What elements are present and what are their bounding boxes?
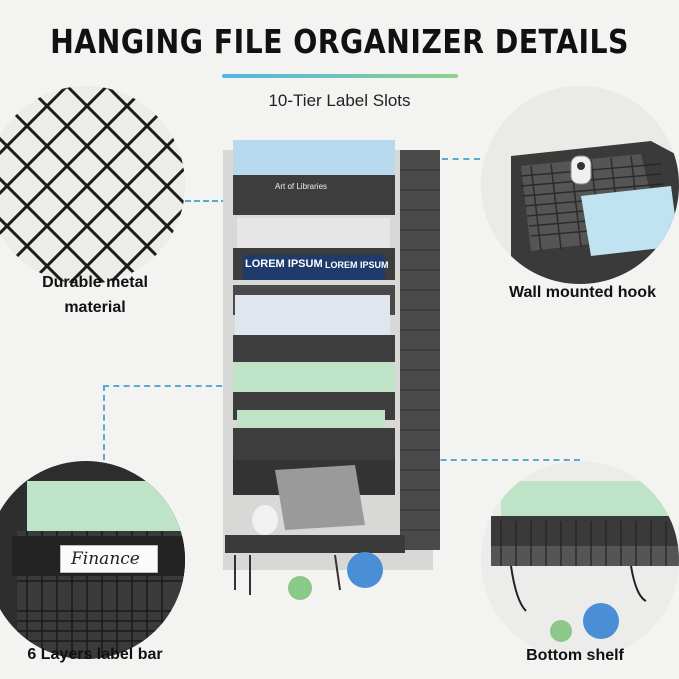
folder-label-1: Art of Libraries — [275, 182, 328, 191]
folder-label-2: LOREM IPSUM — [245, 258, 323, 270]
caption-wall-hook: Wall mounted hook — [509, 284, 656, 301]
finance-label-card: Finance — [60, 545, 158, 573]
wall-hook-circle — [481, 86, 679, 284]
connector-line-bottom-right-h — [420, 459, 580, 461]
page-title: HANGING FILE ORGANIZER DETAILS — [50, 22, 629, 61]
caption-bottom-shelf: Bottom shelf — [526, 647, 624, 664]
mesh-closeup-image — [0, 86, 185, 284]
title-underline — [222, 74, 458, 78]
caption-durable-metal-line2: material — [64, 299, 126, 316]
connector-line-top-right — [410, 158, 480, 160]
file-organizer-illustration — [223, 140, 440, 600]
bottom-shelf-image — [481, 461, 679, 659]
caption-durable-metal: Durable metal material — [30, 270, 160, 320]
connector-line-bottom-left-h — [103, 385, 253, 387]
connector-line-top-left — [185, 200, 227, 202]
caption-label-bar: 6 Layers label bar — [27, 646, 163, 663]
bottom-shelf-circle — [481, 461, 679, 659]
mesh-closeup-circle — [0, 86, 185, 284]
file-organizer-product: Art of Libraries LOREM IPSUM LOREM IPSUM — [215, 130, 455, 610]
folder-label-3: LOREM IPSUM — [325, 260, 389, 270]
page-subtitle: 10-Tier Label Slots — [268, 91, 411, 110]
wall-hook-image — [481, 86, 679, 284]
connector-line-bottom-left-v — [103, 385, 105, 460]
caption-durable-metal-line1: Durable metal — [42, 274, 148, 291]
label-bar-circle — [0, 461, 185, 659]
